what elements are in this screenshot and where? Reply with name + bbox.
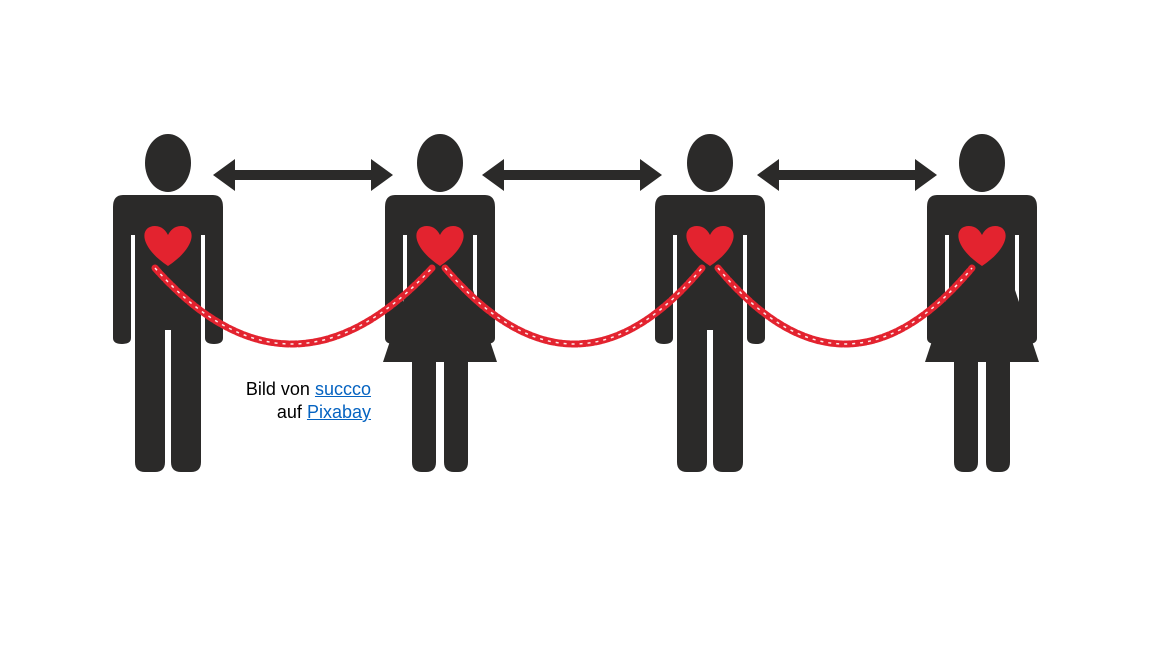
pixabay-link[interactable]: Pixabay [306, 402, 371, 422]
man-figure [113, 134, 223, 472]
double-arrow-icon [757, 159, 937, 191]
heart-chain [151, 264, 976, 348]
credit-prefix: Bild von [245, 379, 310, 399]
double-arrow-icon [482, 159, 662, 191]
image-credit: Bild von succco auf Pixabay [231, 378, 371, 424]
credit-middle: auf [276, 402, 302, 422]
author-link[interactable]: succco [314, 379, 371, 399]
double-arrow-icon [213, 159, 393, 191]
